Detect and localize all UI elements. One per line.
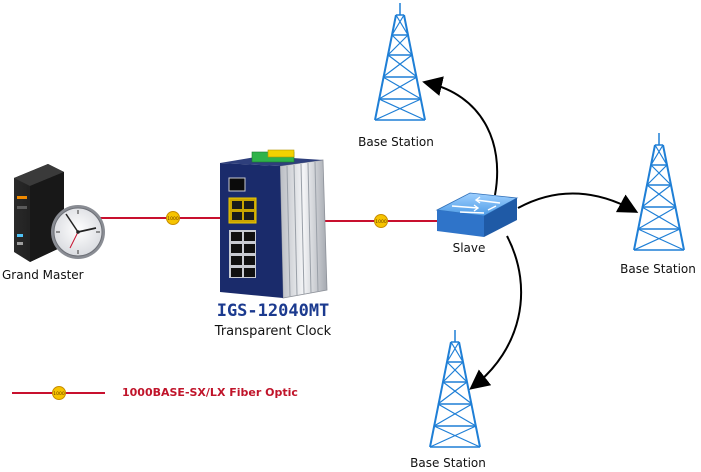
grand-master-label: Grand Master (2, 268, 84, 282)
transparent-clock-role-label: Transparent Clock (214, 324, 332, 339)
base-station-right-label: Base Station (620, 262, 696, 276)
arrow-to-top-base-station (422, 76, 499, 196)
base-station-top-tower-icon (374, 2, 426, 121)
base-station-top-label: Base Station (358, 135, 434, 149)
link-badge-1: 1000 (166, 211, 180, 225)
svg-text:1000: 1000 (53, 391, 65, 397)
transparent-clock-switch-icon (220, 149, 328, 299)
clock-icon (51, 205, 105, 259)
base-station-right-tower-icon (633, 132, 685, 251)
arrow-to-bottom-base-station (469, 235, 523, 390)
slave-switch-icon (435, 192, 519, 237)
svg-text:1000: 1000 (375, 219, 387, 225)
base-station-bottom-label: Base Station (410, 456, 486, 470)
transparent-clock-model-label: IGS-12040MT (216, 301, 330, 321)
legend-fiber-label: 1000BASE-SX/LX Fiber Optic (122, 386, 298, 399)
legend-badge: 1000 (52, 386, 66, 400)
link-badge-2: 1000 (374, 214, 388, 228)
arrow-to-right-base-station (517, 192, 639, 213)
svg-text:1000: 1000 (167, 216, 179, 222)
slave-label: Slave (452, 241, 486, 255)
base-station-bottom-tower-icon (429, 329, 481, 448)
